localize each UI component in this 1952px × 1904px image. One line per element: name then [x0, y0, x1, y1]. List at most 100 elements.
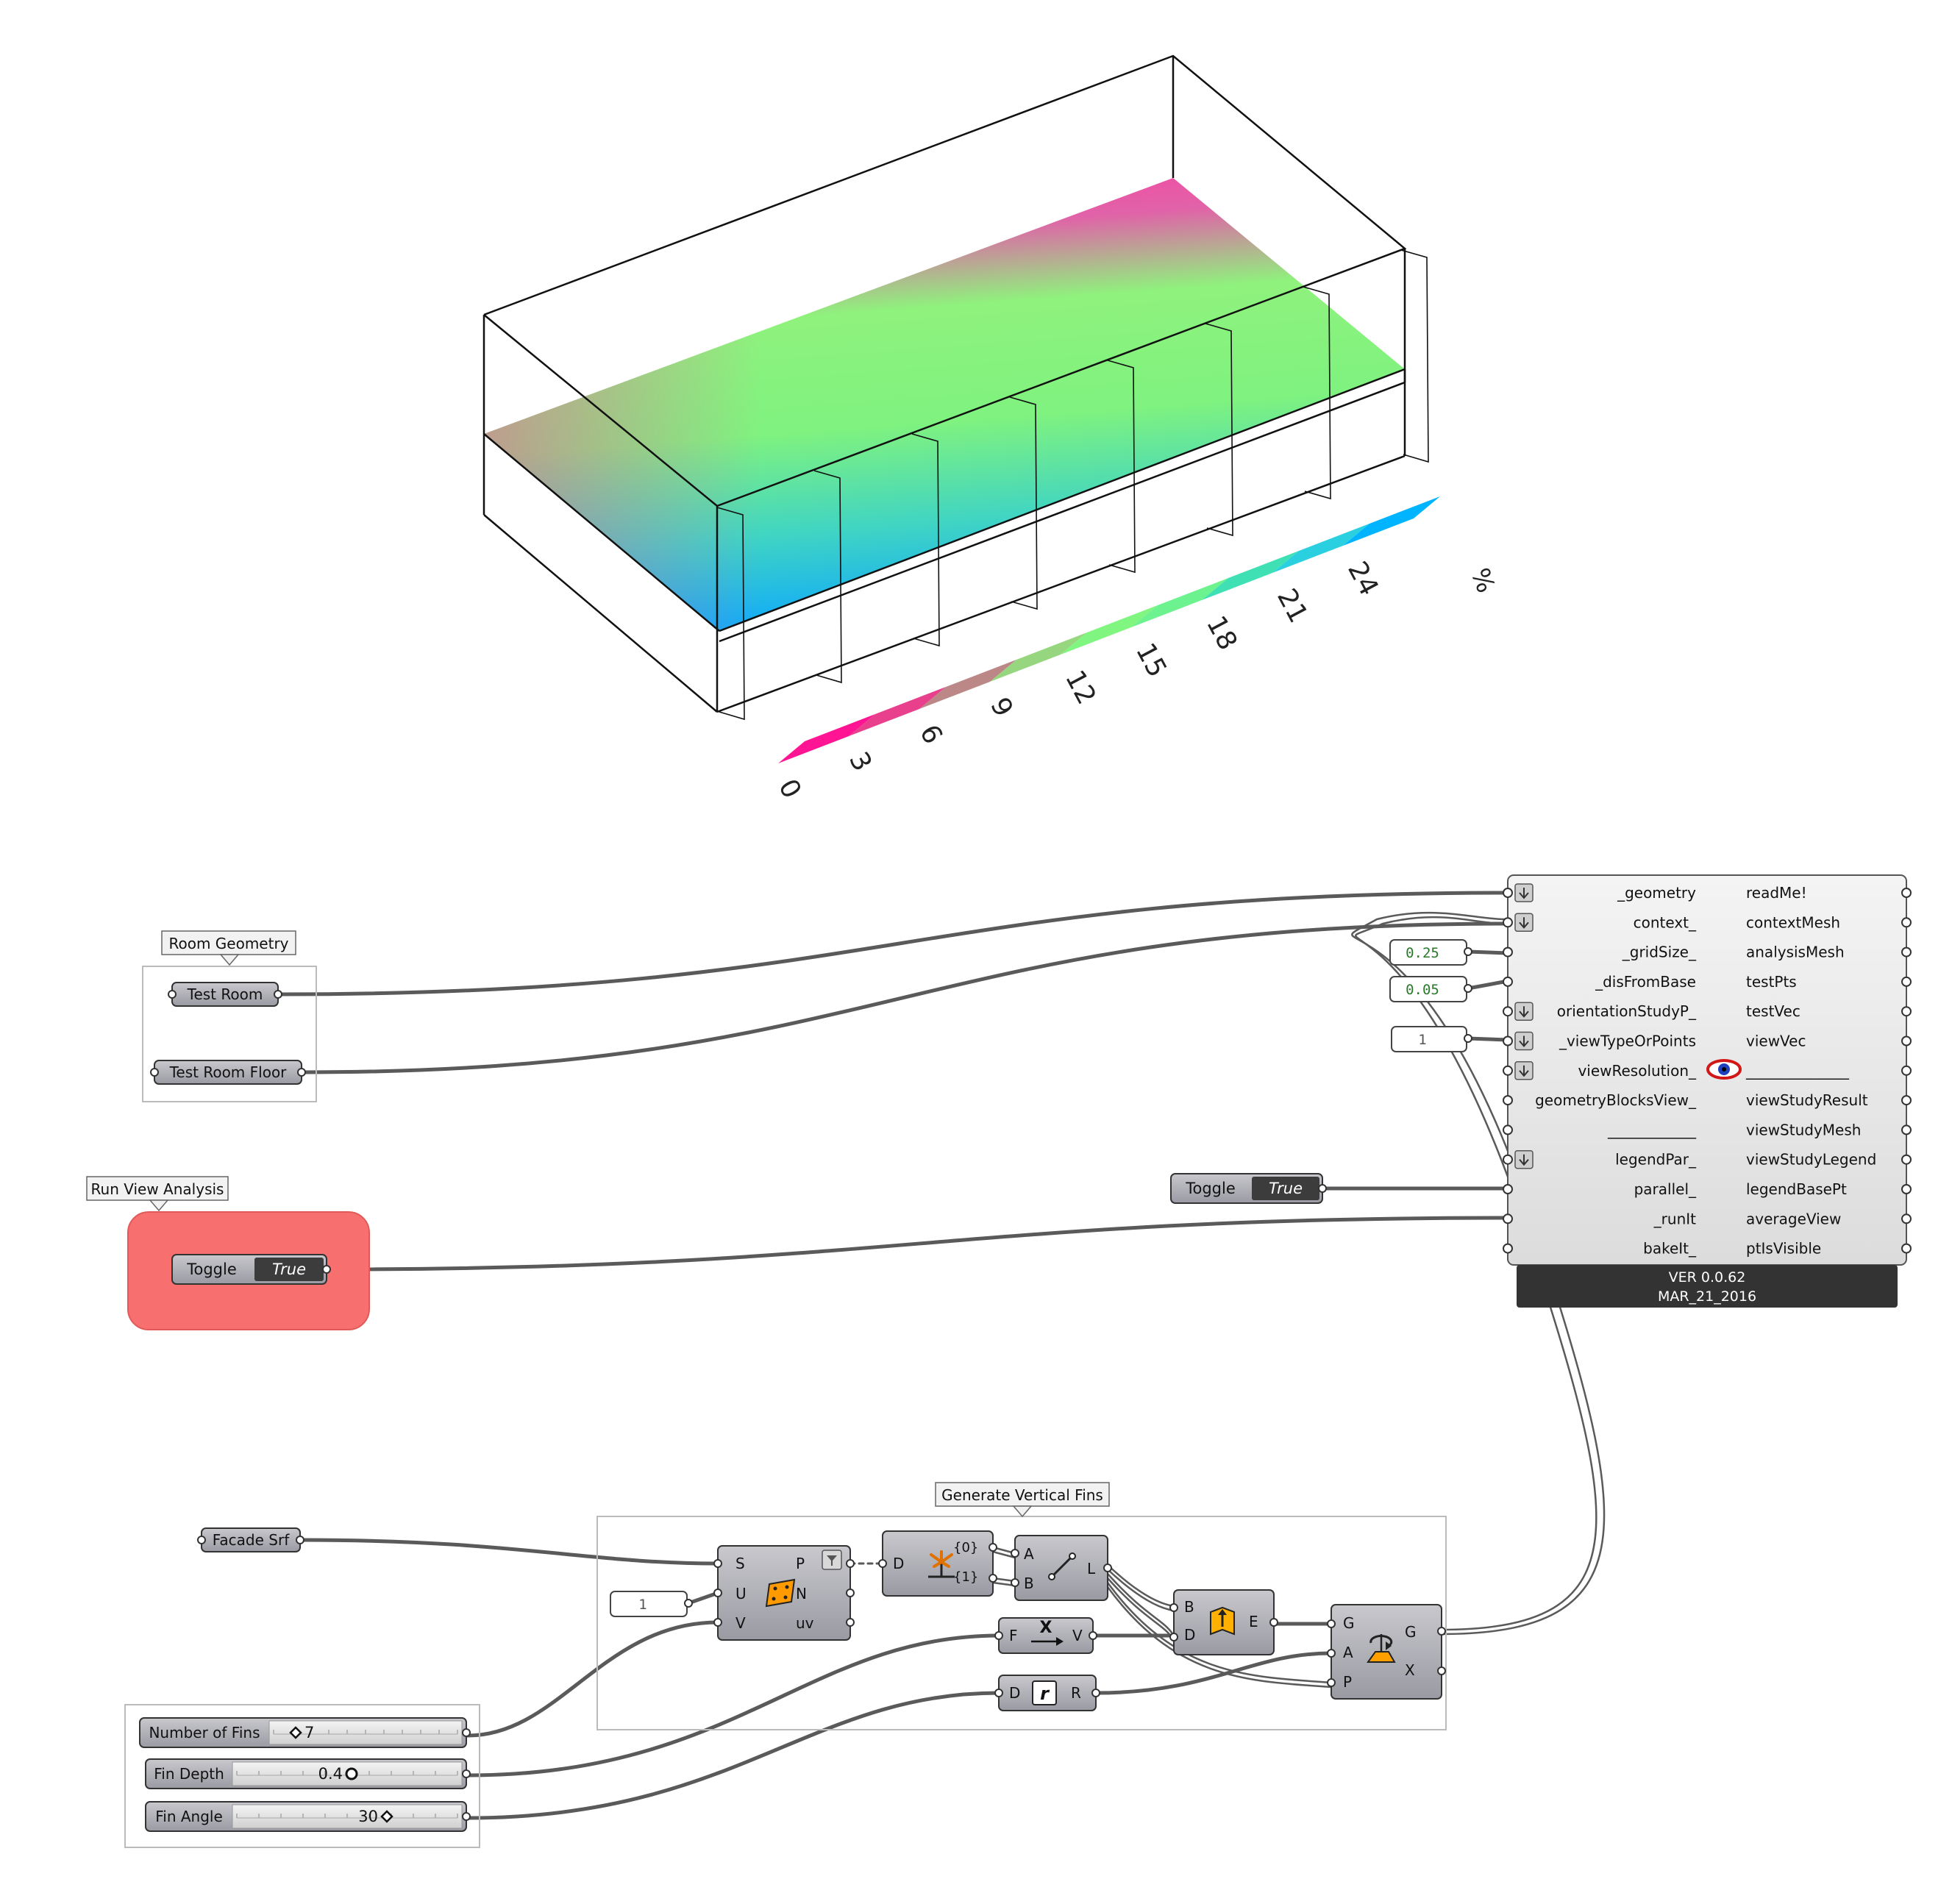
input-port[interactable]: [1503, 1124, 1513, 1135]
port-label: A: [1024, 1545, 1034, 1563]
line-component[interactable]: A B L: [1011, 1535, 1112, 1601]
legend-tick-label: 0: [772, 774, 807, 803]
output-port[interactable]: [1901, 1065, 1912, 1076]
input-port[interactable]: [1503, 1006, 1513, 1017]
output-port[interactable]: [1901, 917, 1912, 928]
explode-tree-component[interactable]: D {0} {1}: [878, 1530, 997, 1597]
input-port[interactable]: [1503, 1065, 1513, 1076]
input-label: bakeIt_: [1643, 1240, 1697, 1258]
input-port[interactable]: [1503, 976, 1513, 987]
port-label: uv: [796, 1614, 814, 1632]
param-test-room[interactable]: Test Room: [168, 982, 282, 1007]
input-label: orientationStudyP_: [1557, 1002, 1697, 1020]
port-label: S: [735, 1555, 745, 1572]
slider-label: Fin Depth: [154, 1765, 224, 1783]
input-port[interactable]: [1503, 888, 1513, 898]
legend-tick-label: 18: [1200, 611, 1243, 655]
port-label: B: [1024, 1575, 1034, 1592]
output-port[interactable]: [462, 1812, 471, 1821]
panel-value: 0.25: [1406, 945, 1439, 961]
panel-divide-count[interactable]: 1: [610, 1591, 693, 1617]
unit-x-component[interactable]: X F V: [994, 1617, 1097, 1654]
wire-run-toggle: [326, 1216, 1510, 1272]
output-port[interactable]: [1901, 976, 1912, 987]
output-port[interactable]: [1901, 1006, 1912, 1017]
graft-arrow-icon: [1514, 1002, 1534, 1021]
input-label: _disFromBase: [1595, 973, 1696, 991]
rotate-component[interactable]: G A P G X: [1327, 1604, 1446, 1700]
input-port[interactable]: [1503, 946, 1513, 958]
legend-tick-label: 9: [984, 693, 1019, 721]
group-fin-sliders[interactable]: [124, 1704, 480, 1848]
param-facade-srf[interactable]: Facade Srf: [197, 1527, 304, 1552]
output-port[interactable]: [1901, 1154, 1912, 1165]
output-port[interactable]: [1901, 1095, 1912, 1106]
honeybee-view-analysis-component[interactable]: VER 0.0.62 MAR_21_2016 _geometrycontext_…: [1503, 874, 1912, 1308]
room-wireframe: [482, 54, 1407, 713]
port-label: V: [735, 1614, 746, 1632]
param-label: Test Room Floor: [169, 1063, 288, 1081]
port-label: N: [796, 1585, 807, 1602]
output-port[interactable]: [462, 1728, 471, 1737]
slider-number-of-fins[interactable]: Number of Fins 7: [139, 1717, 471, 1748]
output-port[interactable]: [846, 1618, 855, 1627]
toggle-parallel[interactable]: Toggle True: [1170, 1173, 1327, 1204]
group-room-geometry[interactable]: Room Geometry: [142, 930, 317, 1102]
svg-text:r: r: [1040, 1683, 1050, 1704]
output-port[interactable]: [1901, 1124, 1912, 1135]
divide-surface-component[interactable]: S U V P N uv: [713, 1545, 855, 1641]
input-port[interactable]: [713, 1618, 722, 1627]
input-port[interactable]: [713, 1589, 722, 1597]
panel-value: 1: [638, 1597, 646, 1613]
panel-view-type[interactable]: 1: [1391, 1026, 1472, 1052]
param-test-room-floor[interactable]: Test Room Floor: [150, 1060, 306, 1085]
slider-knob[interactable]: [345, 1767, 358, 1780]
output-label: averageView: [1746, 1210, 1841, 1227]
input-port[interactable]: [1503, 1154, 1513, 1165]
input-label: geometryBlocksView_: [1535, 1091, 1697, 1109]
output-port[interactable]: [846, 1559, 855, 1568]
radians-component[interactable]: r D R: [994, 1675, 1100, 1711]
wire-test-room: [277, 891, 1510, 996]
slider-value: 7: [304, 1724, 314, 1741]
group-run-view-analysis[interactable]: Run View Analysis: [86, 1176, 370, 1330]
output-port[interactable]: [462, 1769, 471, 1778]
extrude-component[interactable]: B D E: [1169, 1589, 1278, 1655]
output-port[interactable]: [1901, 1243, 1912, 1254]
input-label: _runIt: [1653, 1210, 1696, 1227]
slider-knob[interactable]: [289, 1726, 302, 1739]
port-label: E: [1249, 1613, 1258, 1630]
output-port[interactable]: [1901, 1213, 1912, 1224]
input-port[interactable]: [713, 1559, 722, 1568]
input-port[interactable]: [1503, 1213, 1513, 1224]
svg-text:X: X: [1040, 1619, 1052, 1637]
slider-label: Number of Fins: [149, 1724, 260, 1741]
input-port[interactable]: [1503, 1184, 1513, 1194]
output-port[interactable]: [1901, 946, 1912, 958]
output-port[interactable]: [846, 1589, 855, 1597]
param-label: Test Room: [187, 985, 263, 1003]
toggle-value: True: [272, 1261, 306, 1278]
output-port[interactable]: [1901, 888, 1912, 898]
input-port[interactable]: [1503, 1035, 1513, 1047]
port-label: A: [1343, 1644, 1353, 1661]
input-port[interactable]: [1503, 917, 1513, 928]
group-label: Run View Analysis: [91, 1180, 224, 1198]
toggle-run[interactable]: Toggle True: [171, 1254, 331, 1285]
input-port[interactable]: [1503, 1095, 1513, 1106]
port-label: D: [893, 1555, 904, 1572]
filter-icon: [822, 1550, 842, 1570]
output-label: legendBasePt: [1746, 1180, 1847, 1198]
panel-grid-size[interactable]: 0.25: [1389, 939, 1472, 966]
legend-tick-label: 12: [1059, 666, 1102, 710]
input-port[interactable]: [1503, 1243, 1513, 1254]
panel-dis-from-base[interactable]: 0.05: [1389, 976, 1472, 1002]
radians-icon: r: [1032, 1680, 1057, 1705]
output-port[interactable]: [1901, 1184, 1912, 1194]
output-port[interactable]: [1901, 1035, 1912, 1047]
slider-knob[interactable]: [380, 1810, 393, 1823]
group-generate-vertical-fins[interactable]: Generate Vertical Fins: [596, 1482, 1447, 1730]
